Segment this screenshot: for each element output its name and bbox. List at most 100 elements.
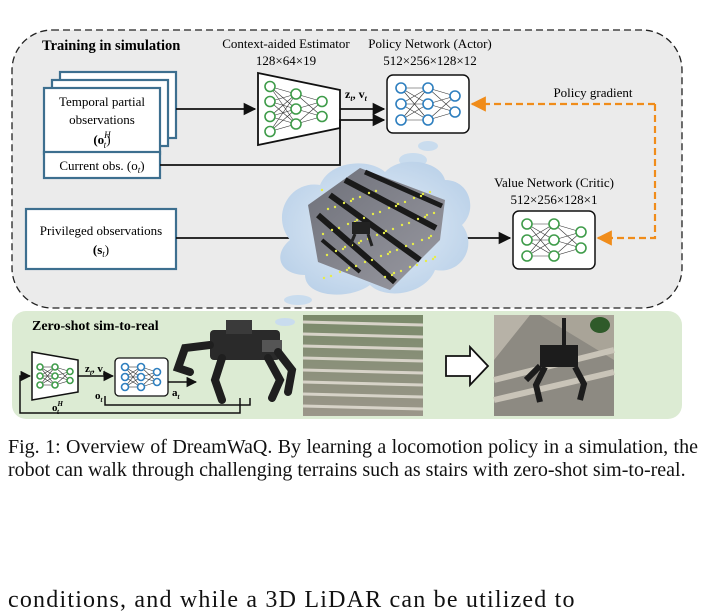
terrain-sample-points (320, 188, 437, 280)
network-node (136, 362, 146, 372)
network-node (264, 95, 276, 108)
privileged-symbol: (st) (93, 242, 109, 259)
network-node (36, 372, 44, 380)
terrain-point (427, 236, 431, 240)
terrain-point (423, 215, 427, 219)
network-edge (400, 87, 429, 121)
stairs-photo (302, 315, 424, 416)
privileged-obs-label: Privileged observations (40, 223, 162, 238)
network-node (51, 363, 59, 371)
network-node (136, 372, 146, 382)
terrain-point (400, 223, 404, 227)
terrain-point (330, 228, 334, 232)
terrain-point (424, 259, 428, 263)
actor-dims: 512×256×128×12 (383, 53, 477, 68)
stair-step (302, 392, 424, 399)
network-node (264, 125, 276, 138)
terrain-point (329, 274, 333, 278)
network-node (449, 90, 461, 102)
network-node (575, 226, 587, 238)
terrain-point (349, 199, 353, 203)
network-node (120, 362, 130, 372)
network-edge (269, 93, 297, 132)
terrain-point (404, 244, 408, 248)
terrain-point (343, 245, 347, 249)
network-node (264, 80, 276, 93)
actor-network (386, 74, 470, 134)
estimator-dims: 128×64×19 (256, 53, 316, 68)
stair-step (302, 332, 424, 339)
network-node (36, 363, 44, 371)
terrain-point (375, 233, 379, 237)
body-text: conditions, and while a 3D LiDAR can be … (8, 587, 576, 613)
deploy-feedback-cur (104, 396, 251, 406)
terrain-point (345, 268, 349, 272)
terrain-point (382, 231, 386, 235)
network-edge (39, 366, 56, 386)
terrain-point (384, 229, 388, 233)
stair-step (302, 368, 424, 375)
network-node (548, 218, 560, 230)
sim-robot (352, 222, 370, 234)
terrain-point (342, 201, 346, 205)
terrain-point (394, 204, 398, 208)
real-title: Zero-shot sim-to-real (32, 319, 159, 334)
terrain-point (337, 226, 341, 230)
network-node (316, 95, 328, 108)
network-node (120, 382, 130, 392)
arrow-current-to-actor (160, 113, 386, 166)
terrain-point (355, 218, 359, 222)
policy-gradient-label: Policy gradient (553, 85, 632, 100)
terrain-point (322, 276, 326, 280)
estimator-nodes (264, 80, 328, 138)
terrain-point (357, 241, 361, 245)
network-node (66, 367, 74, 376)
network-node (136, 382, 146, 392)
terrain-point (325, 253, 329, 257)
deploy-actor-nodes (120, 362, 162, 392)
temporal-obs-line1: Temporal partial (59, 94, 145, 109)
terrain-point (362, 216, 366, 220)
network-node (449, 106, 461, 118)
terrain-point (387, 206, 391, 210)
critic-title: Value Network (Critic) (494, 175, 614, 190)
terrain-point (395, 248, 399, 252)
deploy-estimator (31, 351, 79, 401)
terrain-point (351, 197, 355, 201)
stair-step (302, 380, 424, 387)
terrain-point (412, 196, 416, 200)
terrain-point (399, 269, 403, 273)
terrain-point (326, 207, 330, 211)
terrain-point (346, 222, 350, 226)
terrain-point (354, 264, 358, 268)
temporal-obs-line2: observations (69, 112, 135, 127)
network-node (548, 234, 560, 246)
estimator-title: Context-aided Estimator (222, 36, 350, 51)
terrain-point (359, 239, 363, 243)
stairs-steps (302, 320, 424, 411)
terrain-point (392, 271, 396, 275)
network-node (152, 377, 162, 387)
latent-label: zt, vt (345, 87, 368, 103)
stair-step (302, 320, 424, 327)
simulation-cloud (274, 141, 471, 325)
terrain-point (396, 202, 400, 206)
terrain-point (374, 189, 378, 193)
network-node (521, 234, 533, 246)
terrain-point (416, 217, 420, 221)
terrain-point (341, 247, 345, 251)
terrain-point (403, 200, 407, 204)
terrain-point (415, 263, 419, 267)
network-node (316, 110, 328, 123)
terrain-point (370, 258, 374, 262)
terrain-point (378, 210, 382, 214)
stair-step (302, 356, 424, 363)
terrain-point (429, 234, 433, 238)
current-obs-box: Current obs. (ot) (42, 150, 162, 180)
network-node (422, 114, 434, 126)
network-node (395, 114, 407, 126)
network-node (66, 376, 74, 385)
terrain-point (320, 188, 324, 192)
critic-nodes (521, 218, 587, 262)
